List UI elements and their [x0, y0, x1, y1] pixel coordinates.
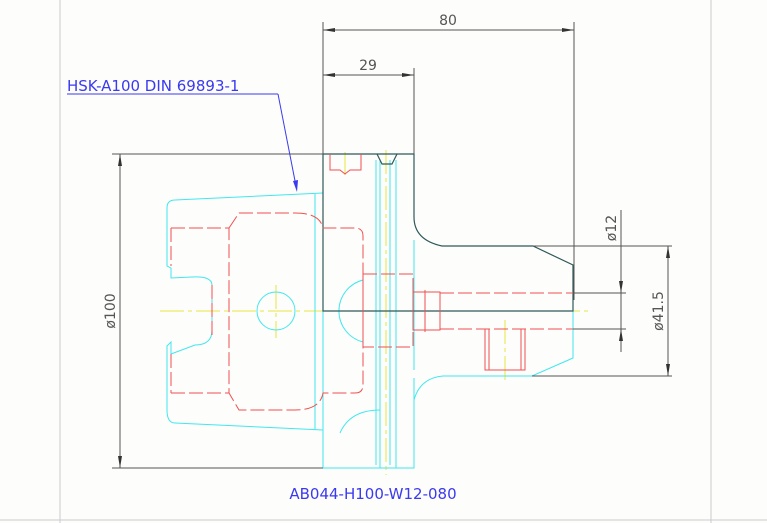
- dim-overall-length: 80: [439, 13, 457, 29]
- shank-outline: [166, 160, 574, 469]
- dim-diameter-collar: ø41.5: [651, 291, 667, 331]
- section-outline: [322, 153, 574, 312]
- dim-diameter-bore: ø12: [604, 215, 620, 241]
- part-label-leader: [67, 93, 298, 192]
- hidden-lines: [170, 154, 573, 411]
- dim-diameter-shank: ø100: [103, 293, 119, 328]
- drawing-title: AB044-H100-W12-080: [289, 485, 456, 503]
- center-lines: [160, 150, 590, 475]
- part-label: HSK-A100 DIN 69893-1: [67, 77, 239, 95]
- dim-flange-length: 29: [359, 58, 377, 74]
- dimension-lines: [112, 22, 672, 469]
